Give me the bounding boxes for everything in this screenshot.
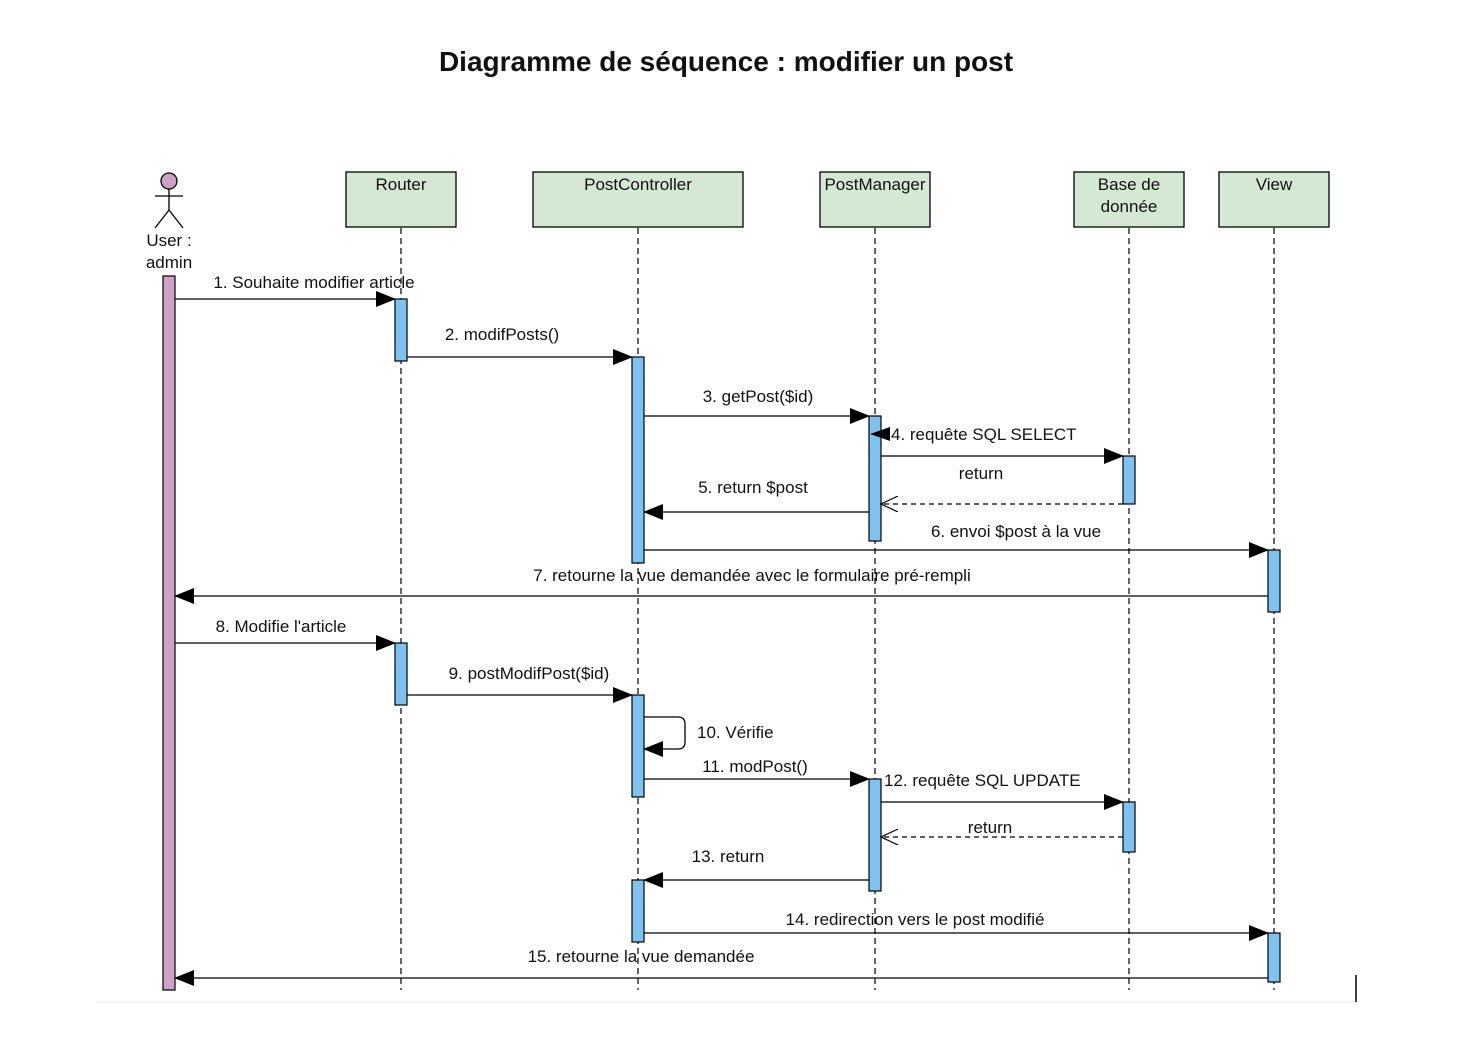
- message-label-5: 5. return $post: [698, 478, 808, 497]
- actor-leg-right: [168, 209, 184, 229]
- activation-view-2: [1267, 932, 1281, 983]
- activation-postcontroller-3: [631, 879, 645, 943]
- message-label-12: 12. requête SQL UPDATE: [884, 771, 1081, 790]
- participant-postmanager-label: PostManager: [824, 175, 925, 194]
- activation-actor: [162, 275, 176, 991]
- activation-db-1: [1122, 455, 1136, 505]
- actor-label-line2: admin: [146, 253, 192, 272]
- actor-leg-left: [154, 209, 170, 229]
- participant-view: View: [1218, 171, 1330, 228]
- message-arrow-10-self: [643, 716, 686, 757]
- participant-postmanager: PostManager: [819, 171, 931, 228]
- message-label-10: 10. Vérifie: [697, 723, 774, 742]
- message-label-6: 6. envoi $post à la vue: [931, 522, 1101, 541]
- participant-postcontroller: PostController: [532, 171, 744, 228]
- message-4-incoming-arrowhead: [870, 427, 890, 441]
- participant-router-label: Router: [375, 175, 426, 194]
- activation-postmanager-2: [868, 778, 882, 892]
- message-label-9: 9. postModifPost($id): [449, 664, 610, 683]
- message-label-return-1: return: [959, 464, 1003, 483]
- diagram-title: Diagramme de séquence : modifier un post: [438, 46, 1014, 77]
- participant-router: Router: [345, 171, 457, 228]
- message-label-7: 7. retourne la vue demandée avec le form…: [533, 566, 971, 585]
- message-label-13: 13. return: [692, 847, 765, 866]
- activation-postcontroller-2: [631, 694, 645, 798]
- actor-label-line1: User :: [146, 231, 191, 250]
- message-label-8: 8. Modifie l'article: [216, 617, 347, 636]
- activation-router-2: [394, 642, 408, 706]
- message-label-return-2: return: [968, 818, 1012, 837]
- actor-user-admin: User : admin: [146, 172, 192, 272]
- message-label-3: 3. getPost($id): [703, 387, 814, 406]
- participant-db: Base de donnée: [1073, 171, 1185, 228]
- messages: 1. Souhaite modifier article 2. modifPos…: [174, 273, 1269, 986]
- participant-postcontroller-label: PostController: [584, 175, 692, 194]
- activation-postcontroller-1: [631, 356, 645, 564]
- participant-view-label: View: [1256, 175, 1293, 194]
- message-label-11: 11. modPost(): [702, 757, 808, 776]
- participant-db-label-line1: Base de: [1098, 175, 1160, 194]
- activation-postmanager-1: [868, 415, 882, 542]
- actor-head: [160, 172, 178, 190]
- message-label-15: 15. retourne la vue demandée: [528, 947, 755, 966]
- activation-view-1: [1267, 549, 1281, 613]
- message-label-14: 14. redirection vers le post modifié: [786, 910, 1045, 929]
- participant-db-label-line2: donnée: [1101, 197, 1158, 216]
- activations: [162, 275, 1281, 991]
- activation-router-1: [394, 298, 408, 362]
- message-label-4: 4. requête SQL SELECT: [891, 425, 1077, 444]
- message-label-2: 2. modifPosts(): [445, 325, 559, 344]
- message-label-1: 1. Souhaite modifier article: [213, 273, 414, 292]
- activation-db-2: [1122, 801, 1136, 853]
